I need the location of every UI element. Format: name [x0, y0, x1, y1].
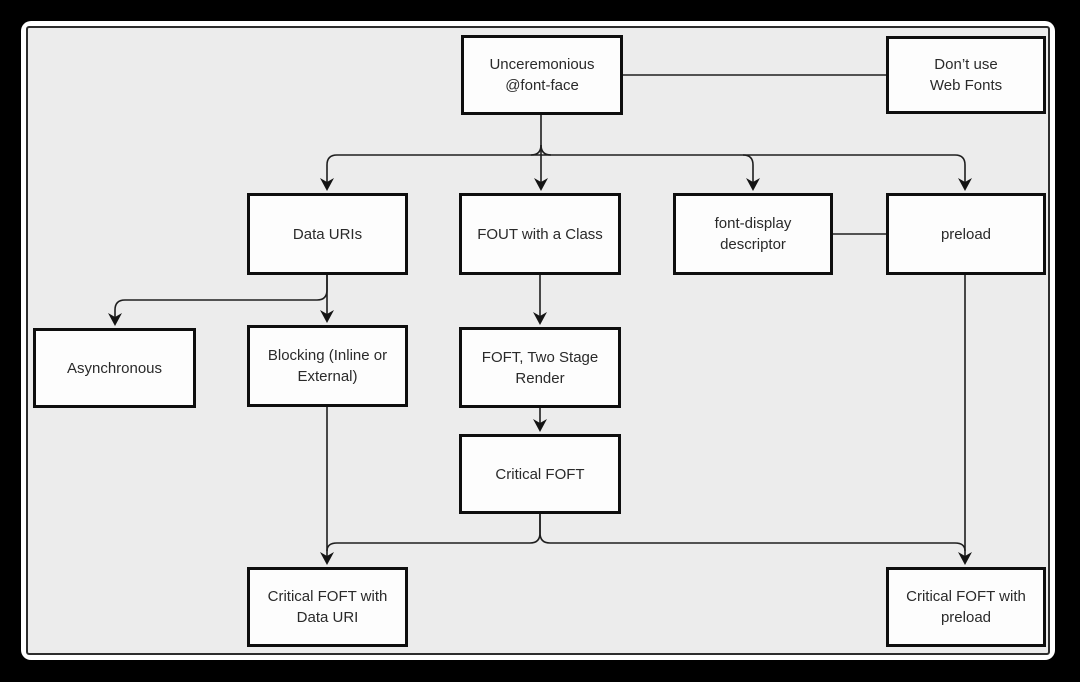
node-dont-use-web-fonts: Don’t use Web Fonts — [886, 36, 1046, 114]
node-data-uris: Data URIs — [247, 193, 408, 275]
node-asynchronous: Asynchronous — [33, 328, 196, 408]
node-blocking-inline-or-external: Blocking (Inline or External) — [247, 325, 408, 407]
node-critical-foft-with-preload: Critical FOFT with preload — [886, 567, 1046, 647]
node-preload: preload — [886, 193, 1046, 275]
node-unceremonious-font-face: Unceremonious @font-face — [461, 35, 623, 115]
node-fout-with-a-class: FOUT with a Class — [459, 193, 621, 275]
node-critical-foft-with-data-uri: Critical FOFT with Data URI — [247, 567, 408, 647]
node-critical-foft: Critical FOFT — [459, 434, 621, 514]
node-font-display-descriptor: font-display descriptor — [673, 193, 833, 275]
node-foft-two-stage-render: FOFT, Two Stage Render — [459, 327, 621, 408]
